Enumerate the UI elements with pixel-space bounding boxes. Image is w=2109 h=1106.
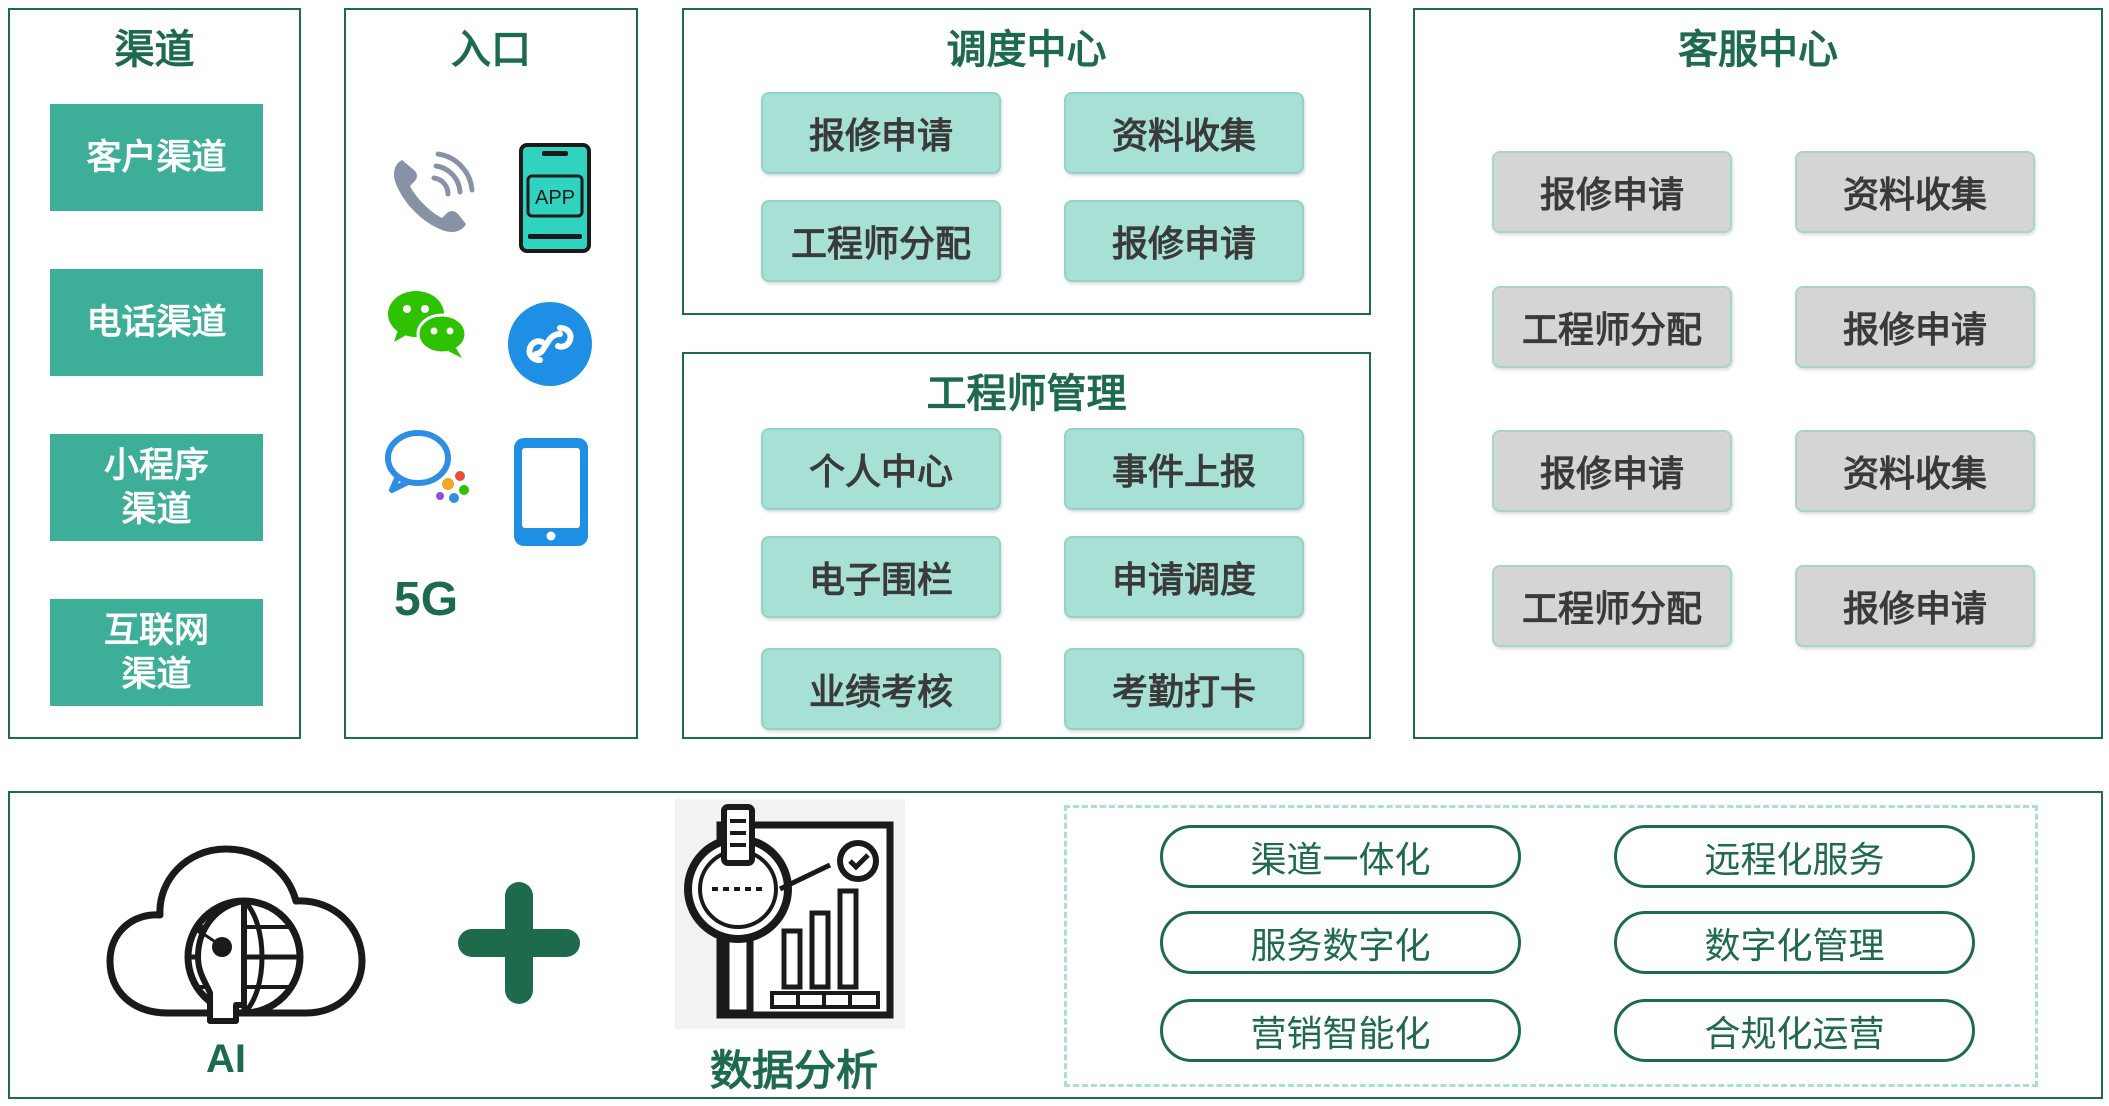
engineer-module-dispatch-request[interactable]: 申请调度 [1064, 536, 1304, 618]
dispatch-panel: 调度中心 报修申请 资料收集 工程师分配 报修申请 [682, 8, 1371, 315]
engineer-title: 工程师管理 [926, 372, 1127, 416]
channel-mini-program: 小程序 渠道 [50, 434, 263, 541]
engineer-module-personal-center[interactable]: 个人中心 [761, 428, 1001, 510]
entry-title: 入口 [451, 28, 531, 72]
feature-service-digitalization: 服务数字化 [1160, 911, 1521, 974]
service-module-repair-request-3[interactable]: 报修申请 [1492, 430, 1732, 512]
engineer-module-performance-review[interactable]: 业绩考核 [761, 648, 1001, 730]
capabilities-panel: AI 数据分析 渠道一体化 远程化服务 服务数字化 数字化管理 营销智能化 合规… [8, 791, 2103, 1099]
channels-title: 渠道 [114, 28, 195, 72]
dispatch-module-engineer-assignment[interactable]: 工程师分配 [761, 200, 1001, 282]
feature-compliance-operation: 合规化运营 [1614, 999, 1975, 1062]
5g-label: 5G [394, 573, 459, 626]
service-module-repair-request[interactable]: 报修申请 [1492, 151, 1732, 233]
ai-cloud-icon [106, 845, 366, 1024]
service-module-data-collection-2[interactable]: 资料收集 [1795, 430, 2035, 512]
chat-icon [385, 430, 469, 503]
engineer-module-event-report[interactable]: 事件上报 [1064, 428, 1304, 510]
app-icon-text: APP [535, 187, 575, 209]
feature-remote-service: 远程化服务 [1614, 825, 1975, 888]
features-group [1064, 805, 2038, 1087]
engineer-module-attendance[interactable]: 考勤打卡 [1064, 648, 1304, 730]
channel-phone: 电话渠道 [50, 269, 263, 376]
channels-panel: 渠道 客户渠道 电话渠道 小程序 渠道 互联网 渠道 [8, 8, 301, 739]
channel-customer: 客户渠道 [50, 104, 263, 211]
dispatch-module-repair-request[interactable]: 报修申请 [761, 92, 1001, 174]
dispatch-module-data-collection[interactable]: 资料收集 [1064, 92, 1304, 174]
channel-internet: 互联网 渠道 [50, 599, 263, 706]
service-panel: 客服中心 报修申请 资料收集 工程师分配 报修申请 报修申请 资料收集 工程师分… [1413, 8, 2103, 739]
service-module-data-collection[interactable]: 资料收集 [1795, 151, 2035, 233]
ai-label: AI [206, 1037, 246, 1081]
service-module-engineer-assignment-2[interactable]: 工程师分配 [1492, 565, 1732, 647]
service-title: 客服中心 [1678, 28, 1838, 72]
dispatch-title: 调度中心 [946, 28, 1107, 72]
phone-icon [394, 151, 475, 232]
feature-digital-management: 数字化管理 [1614, 911, 1975, 974]
app-icon: APP [519, 143, 591, 253]
mini-program-icon [508, 302, 592, 386]
tablet-icon [514, 438, 588, 546]
engineer-panel: 工程师管理 个人中心 事件上报 电子围栏 申请调度 业绩考核 考勤打卡 [682, 352, 1371, 739]
plus-icon [458, 882, 580, 1004]
data-analysis-icon [684, 804, 894, 1019]
service-module-repair-request-2[interactable]: 报修申请 [1795, 286, 2035, 368]
feature-smart-marketing: 营销智能化 [1160, 999, 1521, 1062]
service-module-repair-request-4[interactable]: 报修申请 [1795, 565, 2035, 647]
data-analysis-label: 数据分析 [710, 1047, 879, 1094]
wechat-icon [388, 291, 468, 358]
service-module-engineer-assignment[interactable]: 工程师分配 [1492, 286, 1732, 368]
entry-panel: 入口 APP [344, 8, 638, 739]
engineer-module-geofence[interactable]: 电子围栏 [761, 536, 1001, 618]
dispatch-module-repair-request-2[interactable]: 报修申请 [1064, 200, 1304, 282]
feature-channel-integration: 渠道一体化 [1160, 825, 1521, 888]
